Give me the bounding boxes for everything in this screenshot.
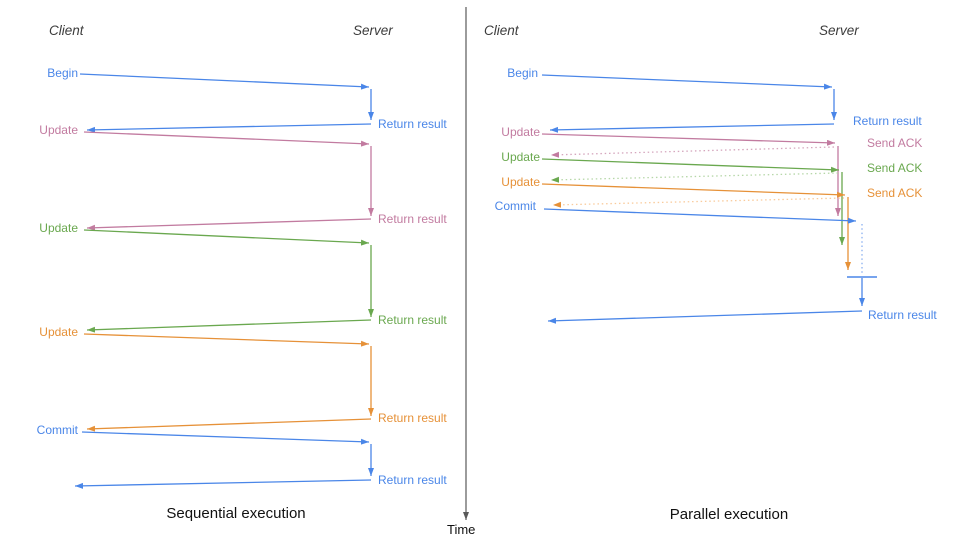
- seq-commit-response-line: [74, 479, 372, 489]
- par-begin-response-line: [549, 123, 835, 133]
- par-update2-ack-line: [550, 172, 839, 183]
- par-update2-request-line: [541, 158, 840, 173]
- seq-update2-response-line: [86, 319, 372, 333]
- par-commit-return-label: Return result: [868, 308, 937, 322]
- seq-update3-label: Update: [39, 325, 78, 339]
- seq-client-header: Client: [49, 23, 84, 38]
- par-update3-request-line: [541, 183, 846, 198]
- time-axis-label: Time: [447, 522, 476, 537]
- seq-update3-return-label: Return result: [378, 411, 447, 425]
- par-update1-label: Update: [501, 125, 540, 139]
- seq-update1-response-line: [86, 218, 372, 231]
- seq-update1-request-line: [83, 131, 370, 147]
- par-client-header: Client: [484, 23, 519, 38]
- par-update2-ack-label: Send ACK: [867, 161, 923, 175]
- par-caption: Parallel execution: [669, 506, 789, 523]
- seq-server-header: Server: [353, 23, 393, 38]
- seq-begin-return-label: Return result: [378, 117, 447, 131]
- seq-update2-return-label: Return result: [378, 313, 447, 327]
- seq-commit-label: Commit: [36, 423, 78, 437]
- seq-caption: Sequential execution: [166, 505, 306, 522]
- par-begin-return-label: Return result: [853, 114, 922, 128]
- par-update1-ack-label: Send ACK: [867, 136, 923, 150]
- par-update1-request-line: [541, 133, 836, 146]
- par-update3-ack-label: Send ACK: [867, 186, 923, 200]
- seq-update2-label: Update: [39, 221, 78, 235]
- par-update1-ack-line: [550, 146, 835, 158]
- par-commit-request-line: [543, 208, 857, 224]
- seq-commit-request-line: [81, 431, 370, 445]
- par-update3-label: Update: [501, 175, 540, 189]
- seq-update2-request-line: [83, 229, 370, 246]
- par-commit-label: Commit: [494, 199, 536, 213]
- seq-begin-label: Begin: [47, 66, 78, 80]
- seq-update1-return-label: Return result: [378, 212, 447, 226]
- seq-update3-request-line: [83, 333, 370, 347]
- seq-update3-response-line: [86, 418, 372, 432]
- par-update3-ack-line: [552, 197, 845, 208]
- par-server-header: Server: [819, 23, 859, 38]
- par-update2-label: Update: [501, 150, 540, 164]
- par-commit-response-line: [547, 310, 863, 324]
- seq-begin-request-line: [79, 73, 370, 90]
- seq-update1-label: Update: [39, 123, 78, 137]
- par-begin-request-line: [541, 74, 833, 90]
- seq-begin-response-line: [86, 123, 372, 133]
- seq-commit-return-label: Return result: [378, 473, 447, 487]
- par-begin-label: Begin: [507, 66, 538, 80]
